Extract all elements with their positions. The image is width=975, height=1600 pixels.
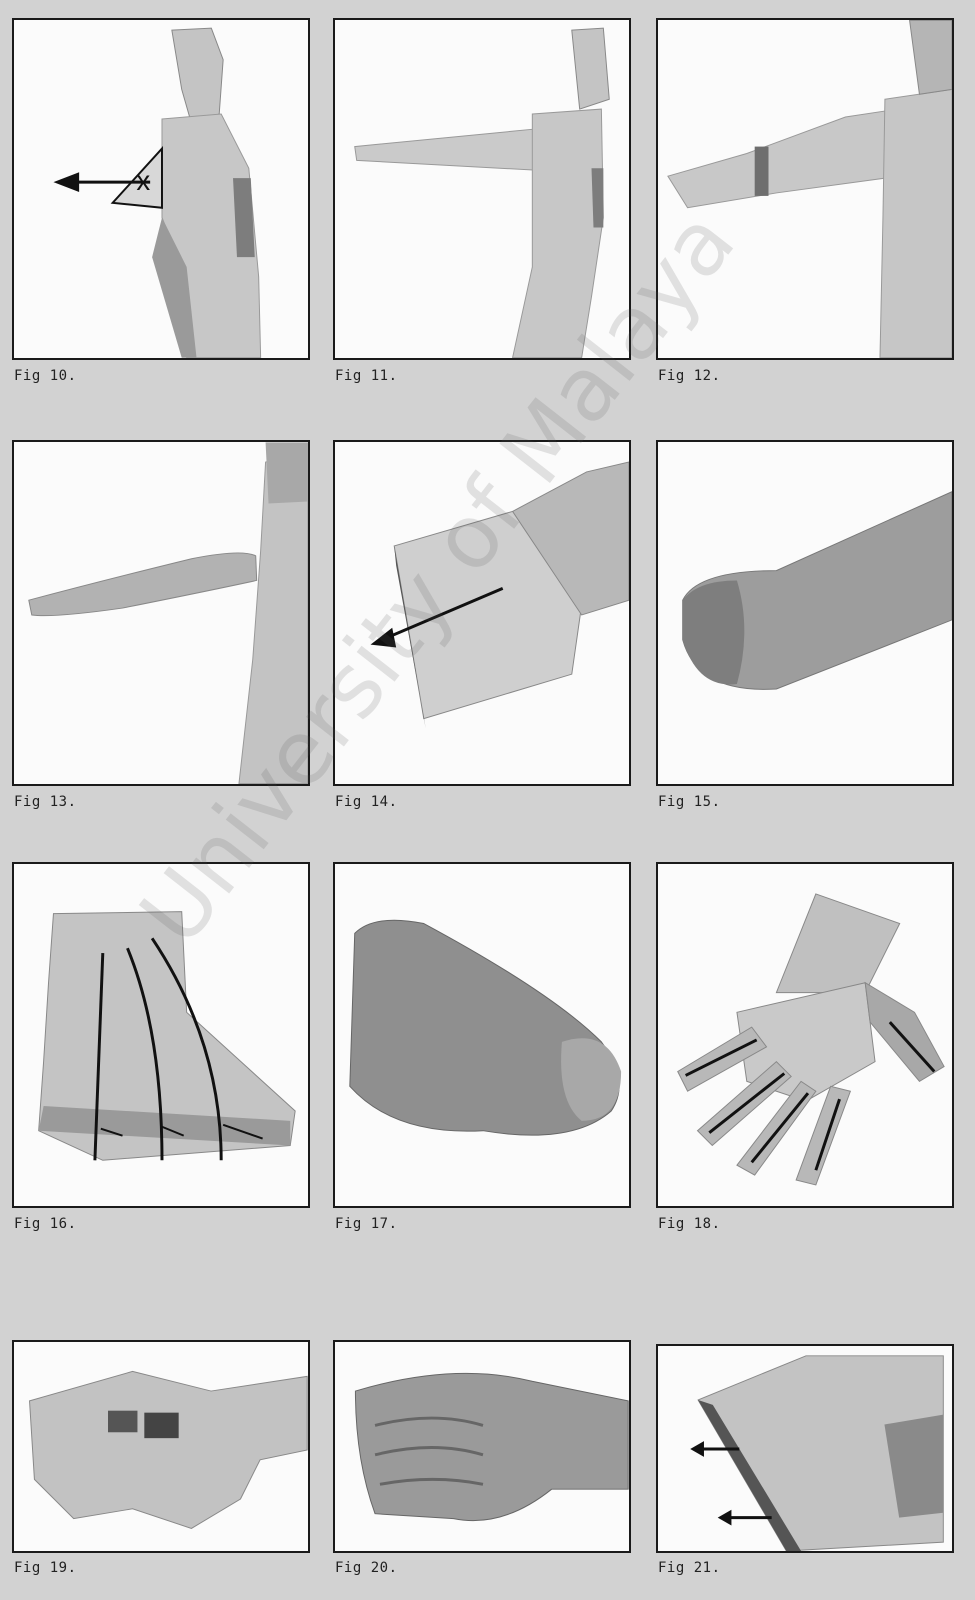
figure-18-panel (656, 862, 954, 1208)
figure-13-panel (12, 440, 310, 786)
figure-21-panel (656, 1344, 954, 1553)
torso-with-arm-extruded-illustration (335, 20, 629, 358)
figure-10-caption: Fig 10. (14, 368, 77, 384)
figure-20-panel (333, 1340, 631, 1553)
figure-21-caption: Fig 21. (658, 1560, 721, 1576)
figure-14-panel (333, 440, 631, 786)
figure-17-panel (333, 862, 631, 1208)
figure-16-caption: Fig 16. (14, 1216, 77, 1232)
palm-extrude-illustration (658, 1346, 952, 1551)
figure-12-panel (656, 18, 954, 360)
figure-20-caption: Fig 20. (335, 1560, 398, 1576)
figure-14-caption: Fig 14. (335, 794, 398, 810)
figure-15-panel (656, 440, 954, 786)
figure-12-caption: Fig 12. (658, 368, 721, 384)
figure-18-caption: Fig 18. (658, 1216, 721, 1232)
svg-text:x: x (136, 165, 150, 196)
smoothed-hand-illustration (335, 1342, 629, 1551)
smoothed-arm-illustration (14, 442, 308, 784)
smoothed-hand-block-illustration (335, 864, 629, 1206)
smoothed-wrist-illustration (658, 442, 952, 784)
low-poly-hand-illustration (14, 1342, 308, 1551)
figure-19-caption: Fig 19. (14, 1560, 77, 1576)
arm-segmented-illustration (658, 20, 952, 358)
figure-16-panel (12, 862, 310, 1208)
figure-17-caption: Fig 17. (335, 1216, 398, 1232)
figure-11-panel (333, 18, 631, 360)
hand-with-fingers-extruded-illustration (658, 864, 952, 1206)
figure-13-caption: Fig 13. (14, 794, 77, 810)
figure-19-panel (12, 1340, 310, 1553)
figure-11-caption: Fig 11. (335, 368, 398, 384)
torso-with-shoulder-extrude-illustration: x (14, 20, 308, 358)
figure-15-caption: Fig 15. (658, 794, 721, 810)
wrist-box-extrude-illustration (335, 442, 629, 784)
hand-block-finger-cuts-illustration (14, 864, 308, 1206)
figure-10-panel: x (12, 18, 310, 360)
